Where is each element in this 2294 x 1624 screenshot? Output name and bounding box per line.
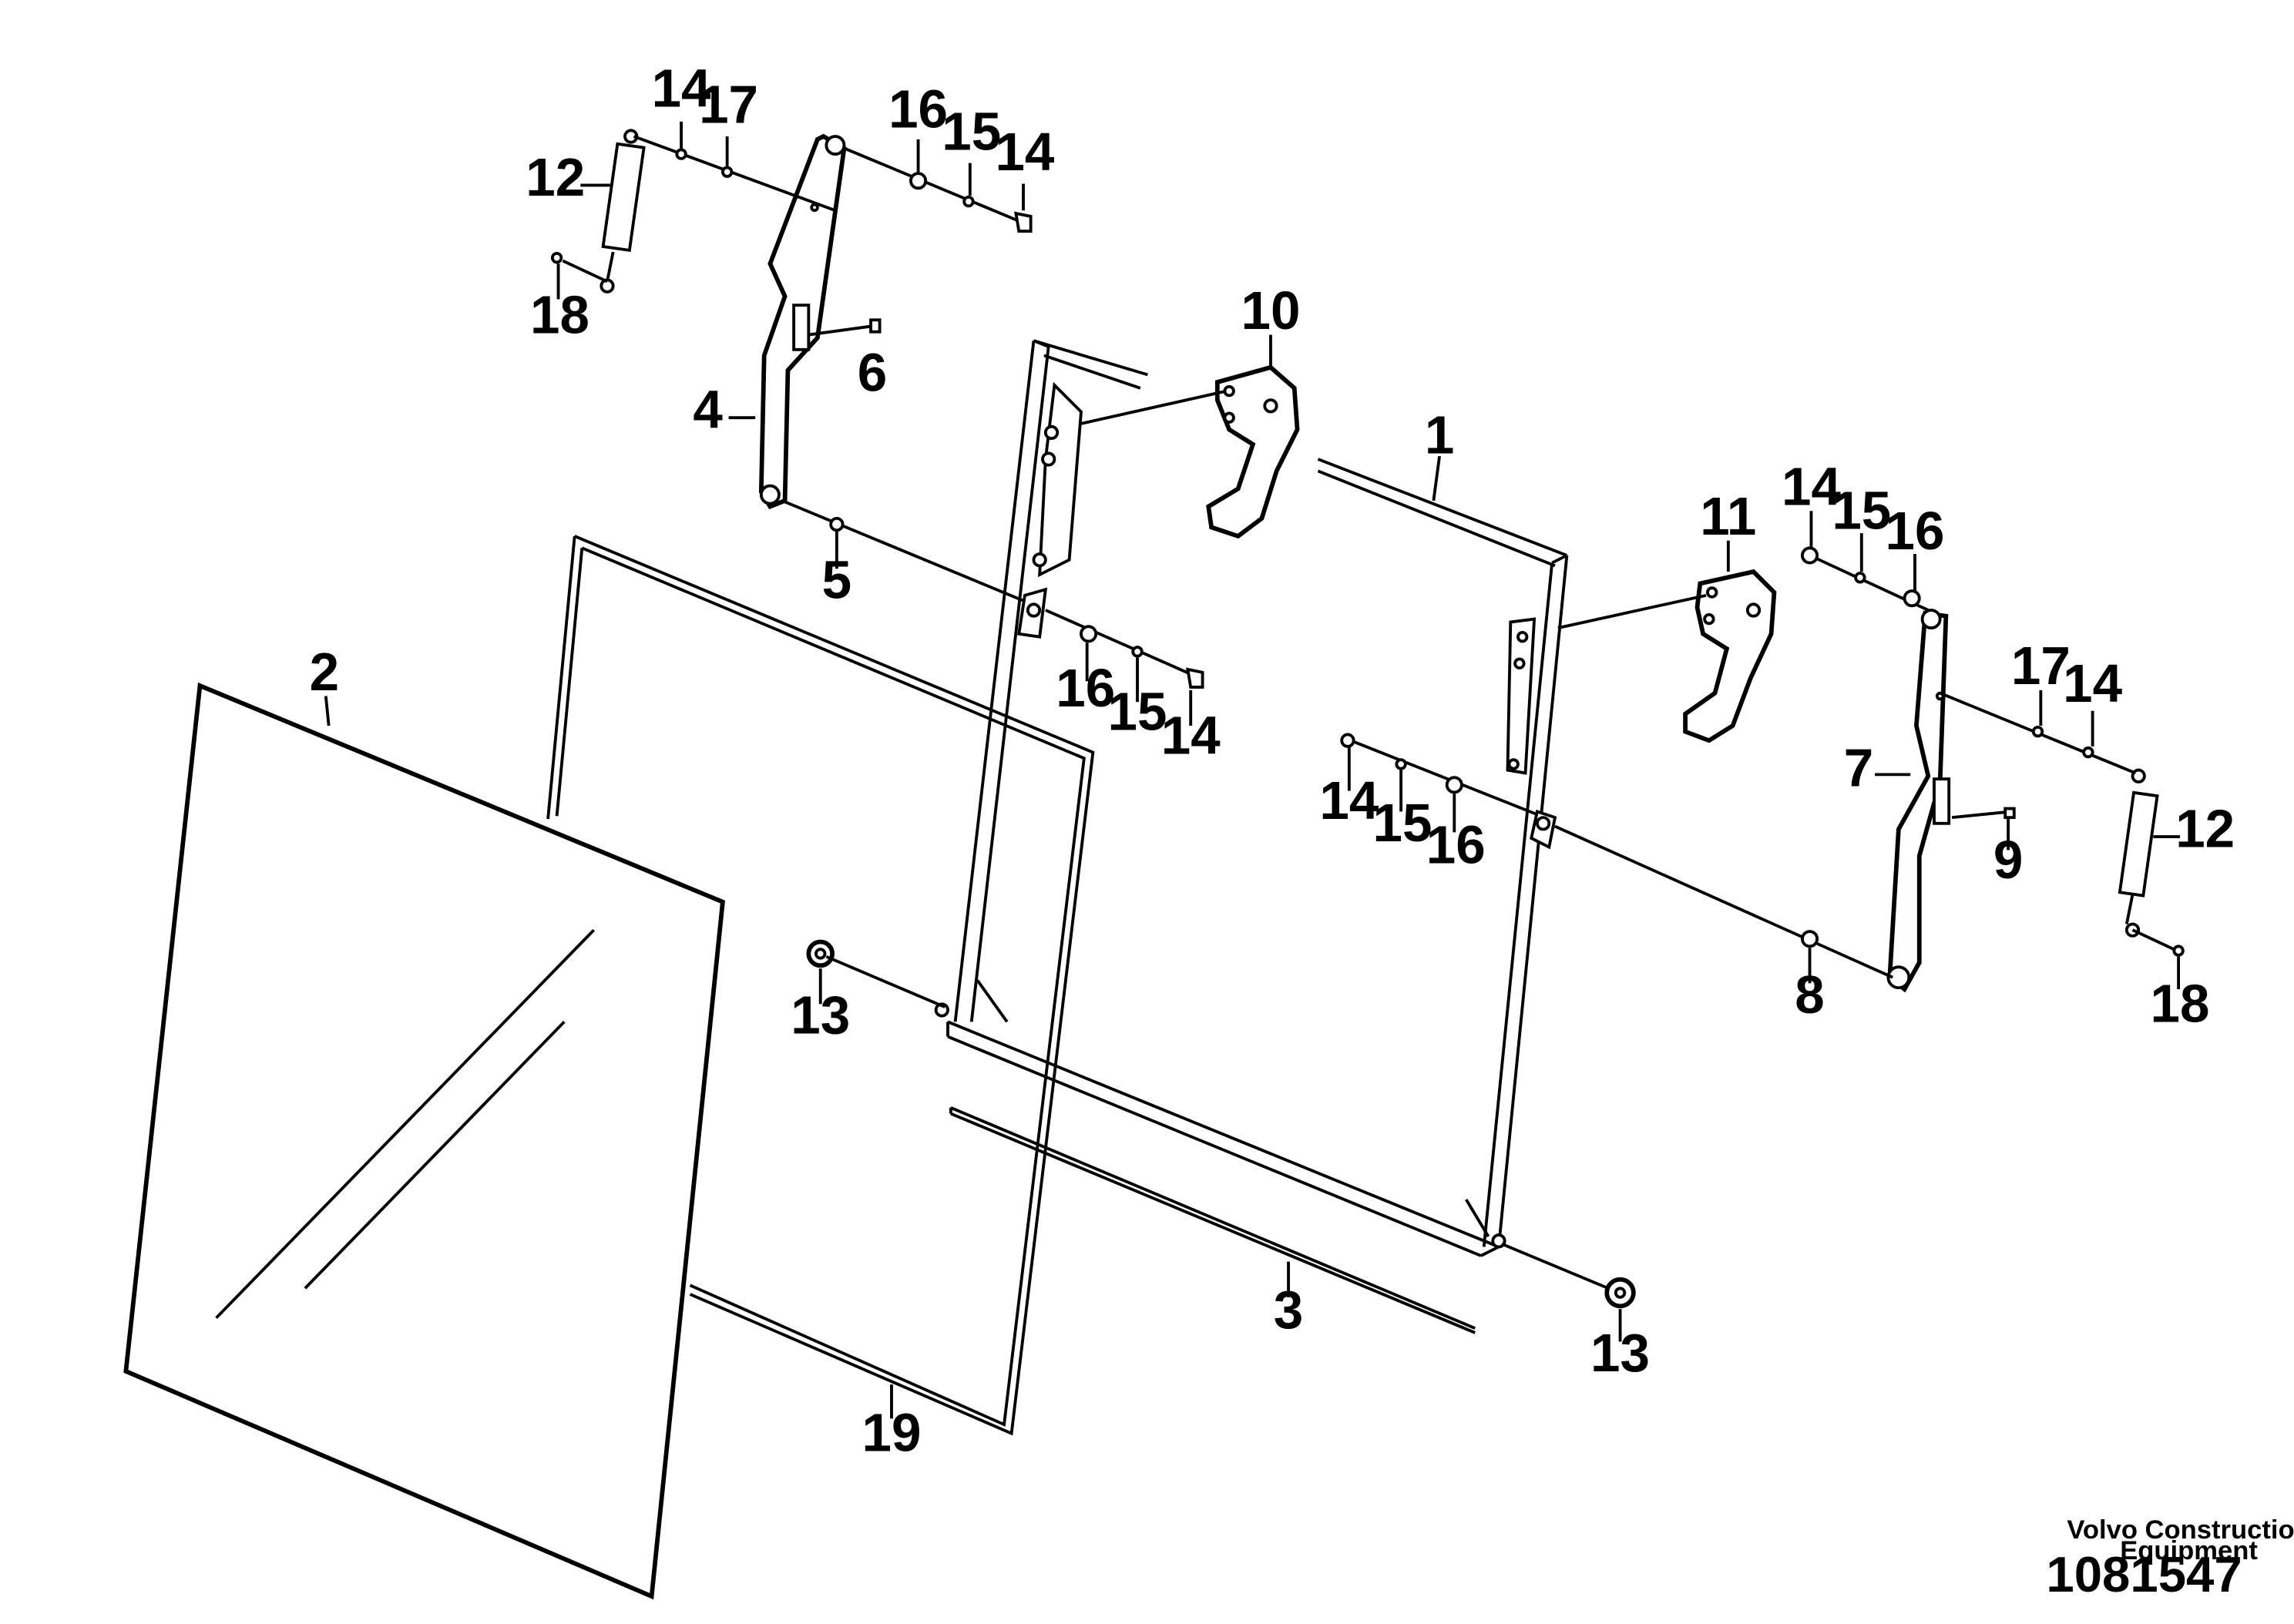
handle-left bbox=[1206, 364, 1300, 539]
callout-6: 6 bbox=[858, 343, 887, 403]
callout-15-c: 15 bbox=[1108, 682, 1167, 742]
callout-18-b: 18 bbox=[2151, 973, 2210, 1033]
callout-17-b: 17 bbox=[2011, 636, 2071, 696]
callout-18-a: 18 bbox=[530, 285, 589, 345]
callout-14-d: 14 bbox=[1161, 705, 1221, 765]
glass-pane bbox=[123, 682, 725, 1600]
callout-19: 19 bbox=[862, 1403, 921, 1463]
callout-1: 1 bbox=[1425, 404, 1454, 465]
callout-5: 5 bbox=[822, 550, 851, 610]
brand-line-1: Volvo Construction bbox=[2067, 1515, 2294, 1545]
gas-strut-left bbox=[600, 129, 646, 294]
callout-14-b: 14 bbox=[995, 122, 1054, 182]
callout-4: 4 bbox=[693, 380, 723, 440]
handle-right bbox=[1683, 569, 1777, 743]
callout-7: 7 bbox=[1844, 738, 1873, 798]
callout-9: 9 bbox=[1993, 830, 2023, 890]
brand-line-2: Equipment bbox=[2120, 1536, 2258, 1565]
callout-14-c: 14 bbox=[1319, 770, 1379, 830]
callout-14-f: 14 bbox=[1782, 457, 1841, 517]
hinge-arm-left bbox=[758, 133, 847, 510]
callout-13-b: 13 bbox=[1590, 1323, 1650, 1383]
callout-12-a: 12 bbox=[526, 147, 585, 207]
sealing-strip bbox=[949, 1106, 1476, 1334]
callout-17-a: 17 bbox=[699, 75, 758, 135]
callout-3: 3 bbox=[1274, 1280, 1303, 1340]
callout-10: 10 bbox=[1241, 280, 1301, 341]
callout-labels: 14 17 16 15 14 12 18 6 10 4 1 5 11 14 15… bbox=[310, 59, 2235, 1463]
buffer-left bbox=[806, 939, 835, 968]
callout-14-a: 14 bbox=[652, 59, 711, 119]
callout-leaders bbox=[324, 121, 2181, 1419]
buffer-right bbox=[1604, 1277, 1636, 1309]
callout-2: 2 bbox=[310, 642, 339, 702]
callout-12-b: 12 bbox=[2175, 799, 2235, 859]
document-number: 1081547 bbox=[2046, 1546, 2242, 1602]
callout-16-a: 16 bbox=[888, 79, 948, 139]
callout-16-c: 16 bbox=[1056, 658, 1115, 718]
door-frame bbox=[934, 339, 1569, 1257]
callout-15-a: 15 bbox=[942, 101, 1001, 161]
gas-strut-right bbox=[2118, 768, 2159, 938]
callout-11: 11 bbox=[1700, 486, 1756, 546]
callout-16-d: 16 bbox=[1886, 501, 1945, 561]
callout-14-e: 14 bbox=[2063, 653, 2122, 713]
callout-15-b: 15 bbox=[1373, 793, 1432, 853]
seal-frame bbox=[546, 535, 1095, 1436]
callout-8: 8 bbox=[1795, 965, 1824, 1025]
callout-15-d: 15 bbox=[1832, 480, 1891, 540]
hinge-arm-right bbox=[1886, 609, 1951, 993]
callout-16-b: 16 bbox=[1426, 815, 1486, 875]
footer: Volvo Construction Equipment 1081547 bbox=[2046, 1515, 2294, 1602]
callout-13-a: 13 bbox=[791, 985, 850, 1045]
